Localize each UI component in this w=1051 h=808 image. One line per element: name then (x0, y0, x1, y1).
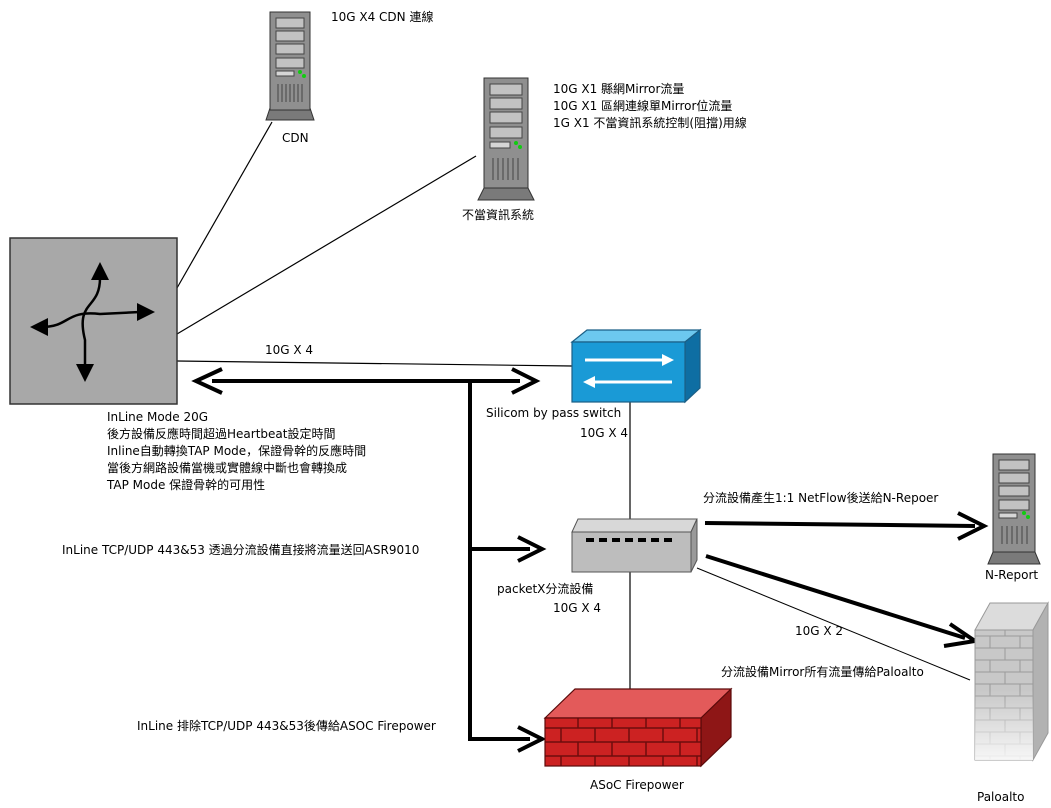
improper-note-1: 10G X1 縣網Mirror流量 (553, 82, 685, 96)
firepower-firewall-icon (543, 687, 733, 768)
connection-lines (176, 121, 971, 689)
packetx-label: packetX分流設備 (497, 582, 594, 596)
flow-arrows (191, 367, 989, 753)
router-note-5: TAP Mode 保證骨幹的可用性 (107, 478, 266, 492)
cdn-label: CDN (282, 131, 309, 145)
improper-system-label: 不當資訊系統 (462, 208, 535, 222)
router-icon (9, 237, 178, 405)
improper-note-2: 10G X1 區網連線單Mirror位流量 (553, 99, 733, 113)
flow-inline-firepower-label: InLine 排除TCP/UDP 443&53後傳給ASOC Firepower (137, 719, 436, 733)
link-bypass-packetx-label: 10G X 4 (580, 426, 629, 440)
link-packetx-firepower-label: 10G X 4 (553, 601, 602, 615)
bypass-switch-label: Silicom by pass switch (486, 406, 622, 420)
flow-to-paloalto-label: 分流設備Mirror所有流量傳給Paloalto (721, 665, 924, 679)
flow-inline-443-label: InLine TCP/UDP 443&53 透過分流設備直接將流量送回ASR90… (62, 543, 420, 557)
improper-system-notes: 10G X1 縣網Mirror流量 10G X1 區網連線單Mirror位流量 … (553, 81, 747, 132)
n-report-label: N-Report (985, 568, 1039, 582)
paloalto-label: Paloalto (977, 790, 1025, 804)
packetx-splitter-icon (571, 518, 698, 573)
n-report-server-icon (987, 453, 1041, 565)
flow-to-nreport-label: 分流設備產生1:1 NetFlow後送給N-Repoer (703, 491, 939, 505)
improper-note-3: 1G X1 不當資訊系統控制(阻擋)用線 (553, 116, 747, 130)
paloalto-firewall-icon (974, 601, 1049, 762)
improper-system-server-icon (477, 77, 535, 201)
router-note-3: Inline自動轉換TAP Mode，保證骨幹的反應時間 (107, 444, 367, 458)
cdn-server-icon (265, 11, 315, 121)
firepower-label: ASoC Firepower (590, 778, 684, 792)
cdn-note: 10G X4 CDN 連線 (331, 10, 434, 24)
router-note-2: 後方設備反應時間超過Heartbeat設定時間 (107, 427, 336, 441)
router-notes: InLine Mode 20G 後方設備反應時間超過Heartbeat設定時間 … (107, 409, 366, 494)
router-note-1: InLine Mode 20G (107, 410, 209, 424)
bypass-switch-icon (570, 328, 702, 404)
link-router-bypass-label: 10G X 4 (265, 343, 314, 357)
router-note-4: 當後方網路設備當機或實體線中斷也會轉換成 (107, 461, 348, 475)
link-packetx-paloalto-label: 10G X 2 (795, 624, 844, 638)
